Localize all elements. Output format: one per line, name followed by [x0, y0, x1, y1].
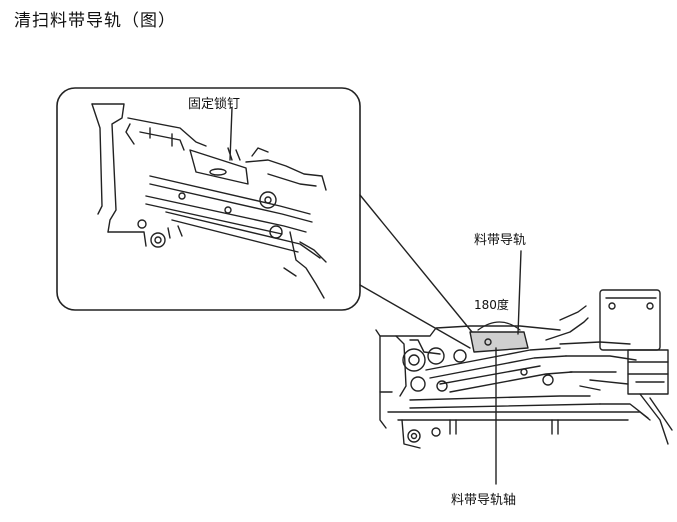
- page-title: 清扫料带导轨（图）: [14, 11, 176, 31]
- rotation-arc: [477, 321, 521, 331]
- label-tape-guide-shaft: 料带导轨轴: [451, 493, 517, 508]
- pointer-tape-guide: [517, 250, 522, 335]
- feeder-mechanism: [375, 250, 673, 485]
- zoom-inset-frame: [56, 87, 361, 311]
- callout-line-bottom: [359, 284, 471, 349]
- label-fixing-pin: 固定锁钉: [188, 97, 241, 112]
- callout-line-top: [359, 194, 473, 333]
- tape-guide-highlight: [469, 331, 529, 353]
- label-tape-guide: 料带导轨: [474, 233, 527, 248]
- inset-mechanism: [91, 103, 327, 299]
- label-rotation-angle: 180度: [474, 298, 509, 312]
